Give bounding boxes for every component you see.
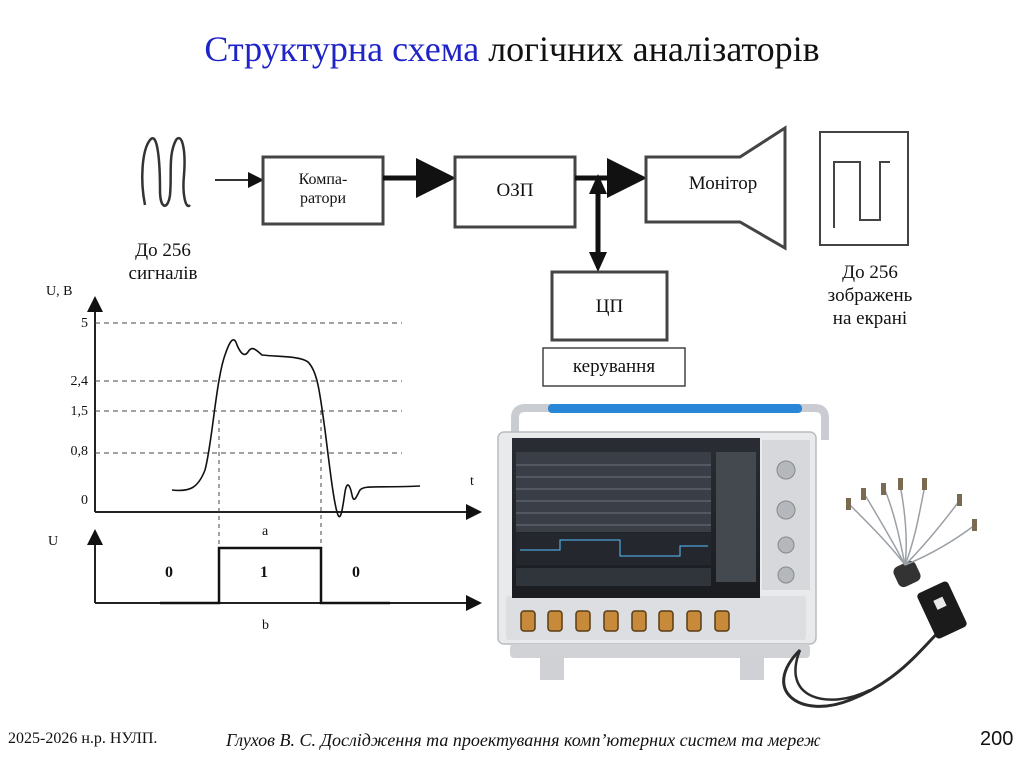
ram-label: ОЗП — [496, 180, 534, 201]
x-axis-label: t — [470, 474, 474, 489]
slide-title: Структурна схема логічних аналізаторів — [0, 28, 1024, 70]
monitor-label: Монітор — [688, 173, 758, 194]
title-rest: логічних аналізаторів — [488, 29, 820, 69]
input-signal-icon — [141, 136, 191, 208]
caption-b: b — [262, 618, 269, 633]
inputs-caption-line2: сигналів — [128, 262, 198, 284]
logic-level-1: 1 — [260, 564, 268, 581]
ram-block — [453, 155, 577, 229]
bus-down-arrowhead — [589, 252, 607, 272]
screen-caption-line1: До 256 — [842, 262, 898, 283]
caption-a: a — [262, 524, 269, 539]
monitor-block — [644, 125, 787, 251]
comparators-label-line2: ратори — [299, 190, 347, 208]
logic-analyzer-photo — [497, 404, 829, 680]
screen-caption-line2: зображень — [827, 284, 913, 306]
y-tick-0-8: 0,8 — [70, 444, 89, 459]
inputs-caption-line1: До 256 — [135, 240, 191, 261]
screen-caption-line3: на екрані — [832, 307, 908, 329]
y-tick-0: 0 — [81, 493, 88, 508]
lower-y-axis-label: U — [48, 534, 59, 549]
screen-caption: До 256 зображень на екрані — [805, 262, 935, 330]
control-block — [542, 347, 686, 387]
analog-signal-curve — [171, 339, 421, 518]
cpu-block — [550, 270, 669, 342]
logic-level-0-right: 0 — [352, 564, 360, 581]
logic-probe-photo — [782, 478, 977, 708]
control-label: керування — [572, 356, 656, 377]
page-number: 200 — [980, 728, 1014, 750]
logic-signal — [160, 546, 390, 605]
title-accent: Структурна схема — [204, 29, 480, 69]
y-tick-5: 5 — [81, 316, 88, 331]
inputs-caption: До 256 сигналів — [108, 240, 218, 286]
y-tick-2-4: 2,4 — [70, 374, 89, 389]
y-axis-label: U, В — [46, 284, 73, 299]
y-tick-1-5: 1,5 — [70, 404, 89, 419]
bus-up-arrowhead — [589, 174, 607, 194]
comparators-label: Компа- ратори — [270, 170, 376, 208]
comparators-label-line1: Компа- — [298, 171, 348, 188]
footer-academic-year: 2025-2026 н.р. НУЛП. — [8, 730, 158, 747]
screen-pulse-icon — [833, 161, 890, 228]
comparators-block — [261, 155, 385, 226]
cpu-label: ЦП — [595, 296, 624, 317]
footer-course: Глухов В. С. Дослідження та проектування… — [226, 730, 821, 750]
logic-level-0-left: 0 — [165, 564, 173, 581]
threshold-lines — [95, 322, 402, 454]
